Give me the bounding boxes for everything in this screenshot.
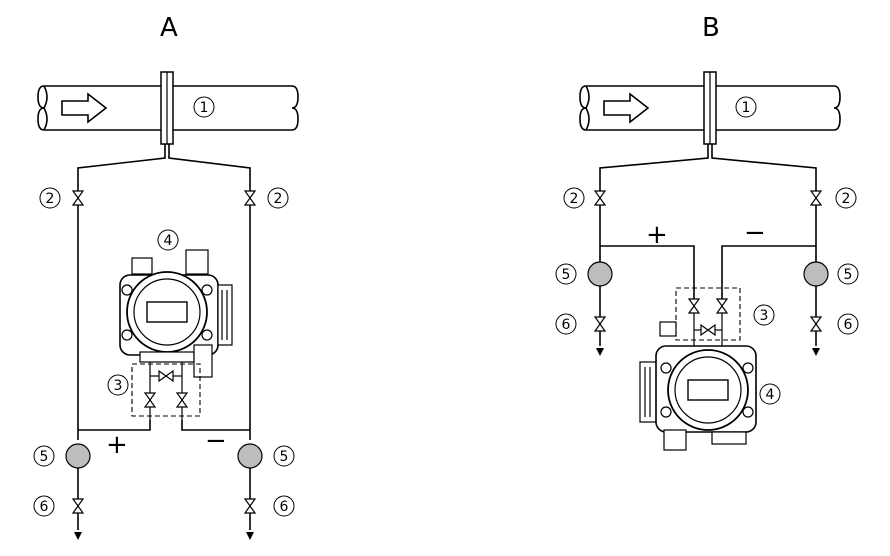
panel-b-minus-sign: −	[744, 218, 766, 248]
panel-a-impulse-line-right	[168, 144, 251, 440]
panel-a-callout-2-right: 2	[274, 191, 283, 207]
panel-b-drain-arrow-left-icon	[596, 348, 604, 356]
svg-text:1: 1	[742, 100, 751, 116]
panel-a-flow-arrow-icon	[61, 92, 108, 124]
panel-a-callout-1	[193, 96, 215, 118]
panel-a-plus-sign: +	[106, 430, 128, 460]
panel-b-vessel-right	[803, 261, 829, 287]
panel-a-manifold-equalizing-valve-icon	[158, 370, 174, 382]
panel-b-transmitter	[639, 321, 757, 451]
panel-a-manifold-valve-right-icon	[176, 392, 188, 408]
panel-b-drain-valve-right-icon	[810, 316, 822, 332]
panel-b-manifold-valve-right-icon	[716, 298, 728, 314]
svg-text:3: 3	[114, 378, 123, 394]
panel-a-drain-arrow-right-icon	[246, 532, 254, 540]
panel-b-drain-arrow-right-icon	[812, 348, 820, 356]
panel-a-minus-line	[181, 420, 250, 431]
panel-a-callout-5-left: 5	[40, 449, 49, 465]
panel-b-callout-2-left: 2	[570, 191, 579, 207]
panel-b-callout-5-left: 5	[562, 267, 571, 283]
panel-a-minus-sign: −	[205, 426, 227, 456]
panel-a-callout-3	[107, 374, 129, 396]
panel-a-manifold-valve-left-icon	[144, 392, 156, 408]
panel-a-vessel-left	[65, 443, 91, 469]
panel-b: B 1 2 2 + − 5 5	[555, 13, 859, 451]
panel-b-callout-1	[735, 96, 757, 118]
panel-a-drain-valve-right-icon	[244, 498, 256, 514]
panel-a: A 1 2 2	[33, 13, 299, 540]
panel-a-callout-4	[157, 229, 179, 251]
panel-a-drain-arrow-left-icon	[74, 532, 82, 540]
svg-text:3: 3	[760, 308, 769, 324]
panel-b-manifold-valve-left-icon	[688, 298, 700, 314]
panel-a-vessel-right	[237, 443, 263, 469]
panel-a-manifold-box	[131, 363, 201, 417]
panel-a-title: A	[160, 13, 178, 43]
panel-b-flow-arrow-icon	[603, 92, 650, 124]
panel-b-callout-5-right: 5	[844, 267, 853, 283]
panel-b-manifold-equalizing-valve-icon	[700, 324, 716, 336]
panel-b-impulse-line-right	[711, 144, 817, 262]
panel-a-callout-2-left: 2	[46, 191, 55, 207]
panel-b-callout-6-right: 6	[844, 317, 853, 333]
panel-b-title: B	[702, 13, 720, 43]
panel-b-vessel-left	[587, 261, 613, 287]
panel-b-minus-line	[721, 245, 816, 300]
panel-b-impulse-line-left	[599, 144, 709, 262]
svg-text:1: 1	[200, 100, 209, 116]
panel-a-callout-6-left: 6	[40, 499, 49, 515]
panel-b-callout-6-left: 6	[562, 317, 571, 333]
svg-text:4: 4	[164, 233, 173, 249]
panel-a-impulse-line-left	[77, 144, 166, 440]
panel-a-transmitter	[119, 249, 233, 378]
panel-a-callout-6-right: 6	[280, 499, 289, 515]
panel-b-callout-2-right: 2	[842, 191, 851, 207]
panel-b-manifold-box	[675, 287, 741, 341]
panel-b-valve-right-icon	[810, 190, 822, 206]
panel-a-valve-left-icon	[72, 190, 84, 206]
panel-b-valve-left-icon	[594, 190, 606, 206]
panel-b-callout-3	[753, 304, 775, 326]
svg-text:4: 4	[766, 387, 775, 403]
panel-a-callout-5-right: 5	[280, 449, 289, 465]
panel-b-plus-sign: +	[646, 220, 668, 250]
panel-a-valve-right-icon	[244, 190, 256, 206]
panel-a-drain-valve-left-icon	[72, 498, 84, 514]
panel-b-plus-line	[600, 245, 695, 300]
panel-a-plus-line	[78, 420, 151, 431]
panel-b-callout-4	[759, 383, 781, 405]
panel-b-drain-valve-left-icon	[594, 316, 606, 332]
